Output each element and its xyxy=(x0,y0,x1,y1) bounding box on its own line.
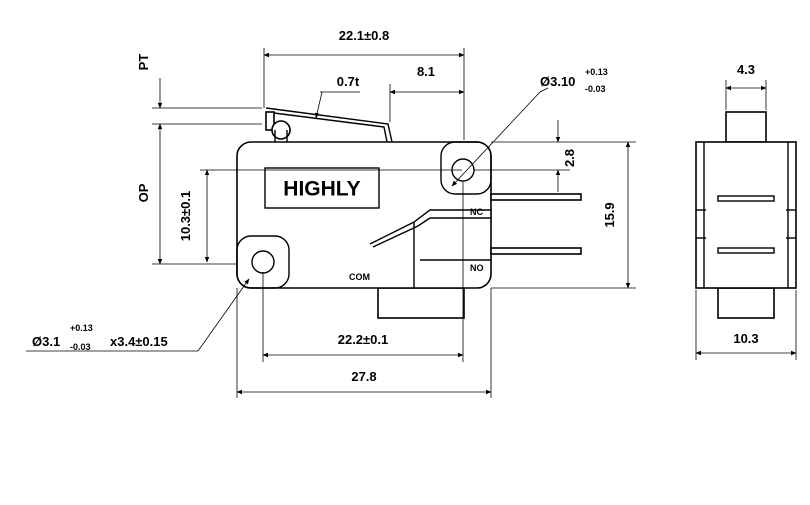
dim-hole-left-minus: -0.03 xyxy=(70,342,91,352)
dim-side-width: 10.3 xyxy=(733,331,758,346)
dim-hole-left-plus: +0.13 xyxy=(70,323,93,333)
brand-plate xyxy=(264,167,380,209)
com-label: COM xyxy=(349,272,370,282)
dim-lever-thickness: 0.7t xyxy=(337,74,360,89)
dim-overall-length: 27.8 xyxy=(351,369,376,384)
front-dimensions: 22.1±0.8 8.1 0.7t PT OP 10.3±0.1 Ø3.10 +… xyxy=(26,28,636,398)
side-plunger-top xyxy=(725,111,767,143)
dim-hole-right-minus: -0.03 xyxy=(585,84,606,94)
dim-hole-left: Ø3.1 xyxy=(32,334,60,349)
dim-lever-offset: 8.1 xyxy=(417,64,435,79)
switch-housing xyxy=(236,141,492,289)
brand-label: HIGHLY xyxy=(283,178,360,201)
side-dimensions: 4.3 10.3 xyxy=(695,62,797,360)
terminal-no xyxy=(490,247,582,255)
no-label: NO xyxy=(470,263,484,273)
front-view: HIGHLY NC NO COM xyxy=(236,107,582,319)
side-terminal-nc xyxy=(717,195,775,202)
dim-hole-left-suffix: x3.4±0.15 xyxy=(110,334,168,349)
dim-hole-right-plus: +0.13 xyxy=(585,67,608,77)
right-hole-boss xyxy=(440,141,492,195)
dim-height: 15.9 xyxy=(602,202,617,227)
label-pt: PT xyxy=(136,54,151,71)
dim-hole-offset: 2.8 xyxy=(562,149,577,167)
dim-hole-spacing-h: 22.2±0.1 xyxy=(338,332,389,347)
dim-overall-top: 22.1±0.8 xyxy=(339,28,390,43)
side-view xyxy=(695,111,797,319)
side-housing xyxy=(695,141,797,289)
dim-hole-spacing-v: 10.3±0.1 xyxy=(178,191,193,242)
nc-label: NC xyxy=(470,207,483,217)
dim-hole-right: Ø3.10 xyxy=(540,74,575,89)
dim-side-top-width: 4.3 xyxy=(737,62,755,77)
label-op: OP xyxy=(136,183,151,202)
side-plunger-bottom xyxy=(717,287,775,319)
terminal-nc xyxy=(490,193,582,201)
bottom-block xyxy=(377,287,465,319)
contact-spring xyxy=(369,209,491,245)
side-terminal-no xyxy=(717,247,775,254)
lever xyxy=(265,107,393,143)
